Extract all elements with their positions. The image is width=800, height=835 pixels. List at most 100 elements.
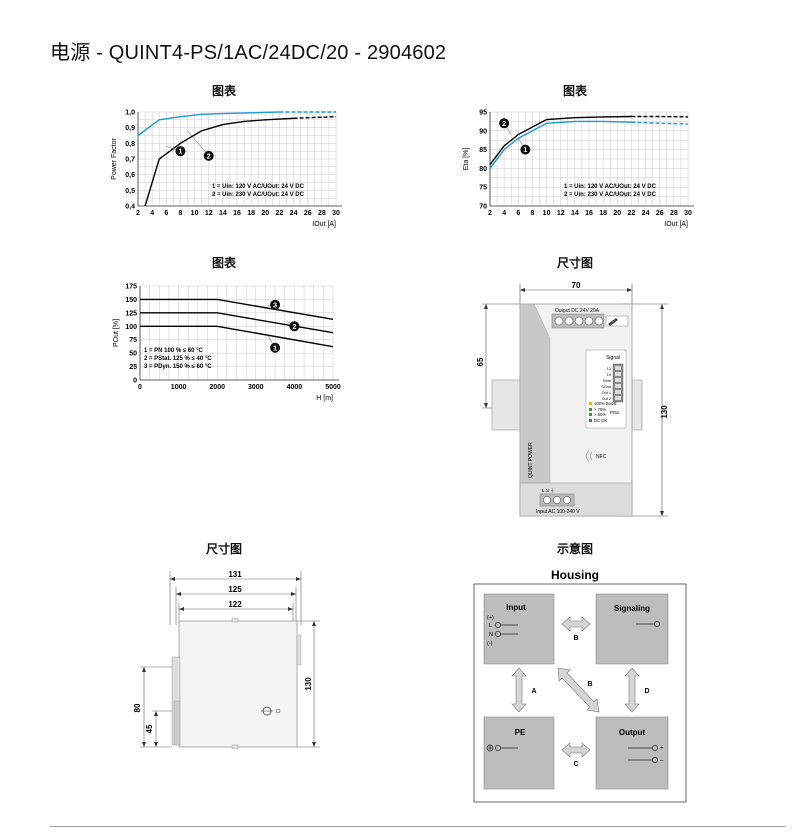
series-2-line — [489, 115, 632, 166]
x-tick-label: 6 — [516, 210, 520, 217]
output-label: Output — [619, 728, 646, 737]
led-dc-ok: DC OK — [594, 418, 607, 423]
x-tick-label: 30 — [332, 210, 340, 217]
legend-entry: 1 = Uin: 120 V AC/UOut: 24 V DC — [212, 184, 305, 190]
series-1-dashed — [631, 121, 689, 125]
y-tick-label: 75 — [479, 185, 487, 192]
series-3-marker — [270, 299, 281, 310]
x-tick-label: 2 — [136, 210, 140, 217]
y-tick-label: 150 — [125, 297, 137, 304]
input-l: L — [489, 623, 492, 629]
x-tick-label: 3000 — [248, 384, 264, 391]
dim-122: 122 — [228, 600, 242, 609]
series-2-marker — [289, 321, 300, 332]
x-tick-label: 26 — [304, 210, 312, 217]
signaling-label: Signaling — [614, 604, 650, 613]
led-50: > 50% — [594, 412, 606, 417]
label-b-top: B — [573, 635, 578, 642]
y-tick-label: 100 — [125, 324, 137, 331]
arrow-b-top — [561, 616, 591, 632]
dim-80: 80 — [133, 703, 142, 712]
y-tick-label: 50 — [129, 351, 137, 358]
x-axis-label: IOut [A] — [312, 221, 336, 228]
x-tick-label: 14 — [219, 210, 227, 217]
output-dc-label: Output DC 24V 20A — [555, 308, 600, 314]
dim-125: 125 — [228, 585, 242, 594]
dim-131: 131 — [228, 570, 242, 579]
series-1-marker-label: 1 — [273, 345, 277, 352]
dim-height: 130 — [660, 405, 669, 419]
y-axis-label: Eta [%] — [463, 148, 470, 171]
input-plus: (+) — [487, 615, 494, 621]
series-2-line — [137, 111, 280, 137]
series-1-marker-label: 1 — [178, 149, 182, 156]
y-tick-label: 1,0 — [125, 110, 135, 117]
series-2-marker-label: 2 — [502, 121, 506, 128]
x-tick-label: 5000 — [325, 384, 341, 391]
x-tick-label: 6 — [164, 210, 168, 217]
signaling-box — [595, 593, 669, 665]
pout-label: POut — [610, 410, 620, 415]
pe-box — [483, 716, 555, 790]
output-box — [595, 716, 669, 790]
side-dimension-drawing: 131 125 122 130 80 45 — [133, 570, 320, 750]
x-tick-label: 4 — [150, 210, 154, 217]
input-label: Input — [506, 603, 526, 612]
series-1-line — [140, 325, 334, 348]
label-c: C — [573, 761, 578, 768]
x-tick-label: 8 — [530, 210, 534, 217]
input-minus: (-) — [487, 641, 493, 647]
series-2-marker — [203, 150, 214, 161]
arrow-d — [624, 667, 640, 713]
output-plus: + — [660, 746, 664, 752]
series-2-marker — [499, 118, 510, 129]
series-2-marker-label: 2 — [207, 153, 211, 160]
series-3-line — [140, 298, 334, 320]
legend-entry: 2 = Uin: 230 V AC/UOut: 24 V DC — [212, 192, 305, 198]
y-tick-label: 0,5 — [125, 188, 135, 195]
housing-title: Housing — [551, 568, 599, 582]
nfc-label: NFC — [596, 454, 607, 460]
arrow-b-diag — [557, 667, 600, 713]
y-tick-label: 95 — [479, 110, 487, 117]
label-d: D — [644, 688, 649, 695]
footer-divider — [50, 826, 785, 827]
x-axis-label: H [m] — [316, 395, 333, 402]
x-tick-label: 24 — [642, 210, 650, 217]
x-tick-label: 14 — [571, 210, 579, 217]
x-tick-label: 12 — [205, 210, 213, 217]
x-tick-label: 26 — [656, 210, 664, 217]
series-2-callout-line — [187, 130, 209, 157]
x-tick-label: 22 — [628, 210, 636, 217]
x-tick-label: 16 — [233, 210, 241, 217]
x-tick-label: 20 — [613, 210, 621, 217]
front-dimension-drawing: 70 130 65 Output DC 24V 20A Signal 13 14… — [476, 281, 669, 517]
x-tick-label: 18 — [247, 210, 255, 217]
dim-left-height: 65 — [476, 357, 485, 366]
x-tick-label: 16 — [585, 210, 593, 217]
led-75: > 75% — [594, 407, 606, 412]
x-tick-label: 4000 — [287, 384, 303, 391]
sig-row-2: 14 — [607, 373, 611, 377]
legend-entry: 2 = PStat. 125 % ≤ 40 °C — [144, 356, 212, 362]
dim-45: 45 — [145, 724, 154, 733]
signal-label: Signal — [606, 355, 620, 361]
x-tick-label: 18 — [599, 210, 607, 217]
x-axis-label: IOut [A] — [664, 221, 688, 228]
input-ac-label: Input AC 100-240 V — [536, 509, 580, 515]
legend-entry: 1 = PN 100 % ≤ 60 °C — [144, 348, 204, 354]
sig-row-5: Out 1 — [602, 391, 611, 395]
x-tick-label: 24 — [290, 210, 298, 217]
housing-schematic: Housing Input (+) L N (-) Signaling PE O… — [473, 568, 687, 803]
x-tick-label: 20 — [261, 210, 269, 217]
pe-label: PE — [515, 728, 526, 737]
legend-entry: 2 = Uin: 230 V AC/UOut: 24 V DC — [564, 192, 657, 198]
y-tick-label: 0,9 — [125, 125, 135, 132]
output-minus: – — [660, 758, 664, 764]
dim-side-130: 130 — [304, 677, 313, 691]
legend-entry: 1 = Uin: 120 V AC/UOut: 24 V DC — [564, 184, 657, 190]
y-axis-label: POut [%] — [113, 319, 120, 347]
caption-schematic: 示意图 — [556, 542, 593, 556]
